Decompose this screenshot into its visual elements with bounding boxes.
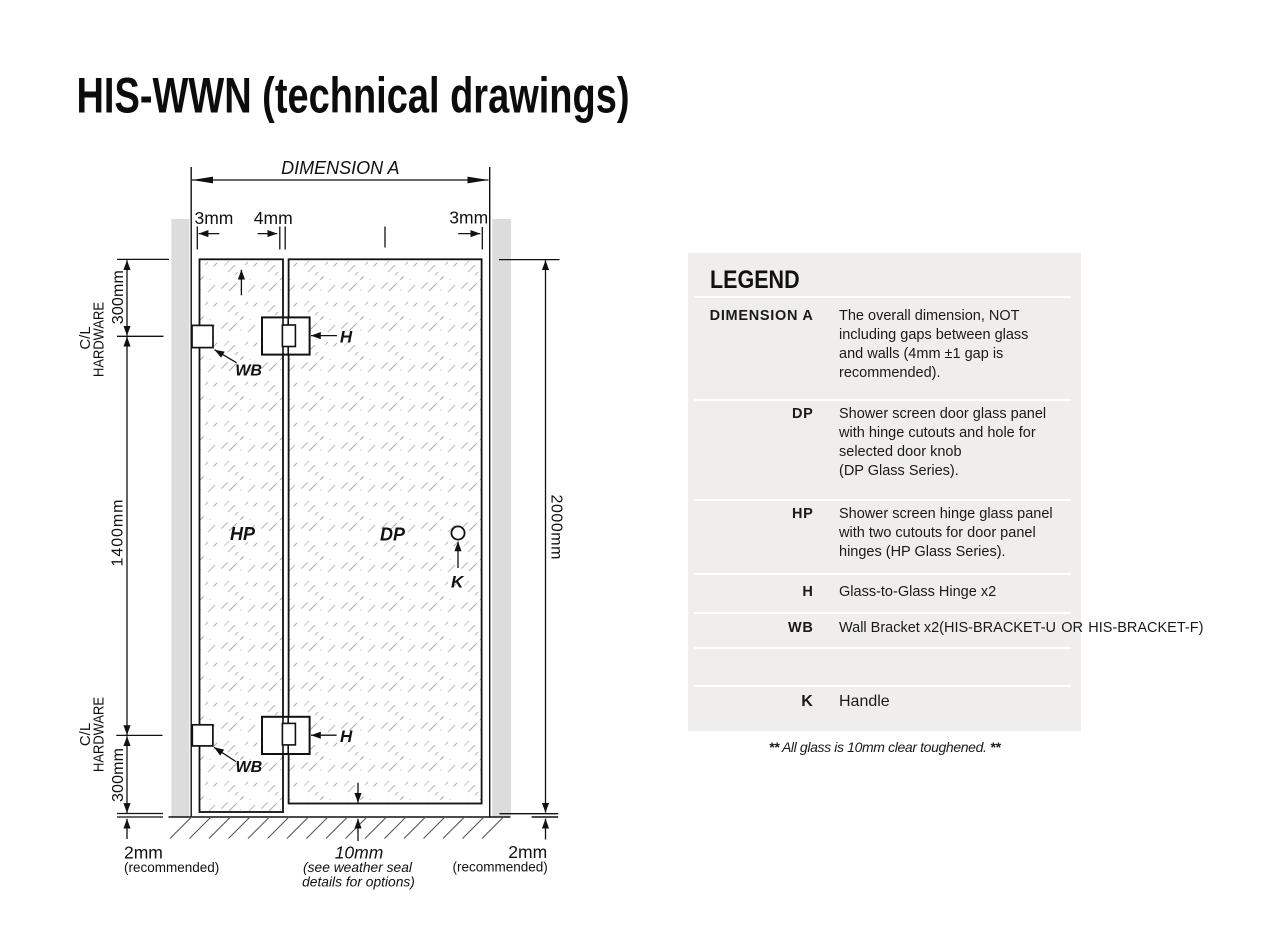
svg-text:K: K: [451, 573, 465, 592]
svg-text:WB: WB: [235, 363, 262, 380]
svg-text:HARDWARE: HARDWARE: [92, 302, 108, 377]
svg-text:HIS-WWN (technical drawings): HIS-WWN (technical drawings): [77, 68, 630, 124]
svg-text:DIMENSION A: DIMENSION A: [281, 158, 399, 178]
svg-text:2mm: 2mm: [124, 843, 163, 863]
svg-text:2mm: 2mm: [508, 842, 547, 862]
svg-text:10mm: 10mm: [335, 842, 384, 862]
svg-text:details for options): details for options): [302, 875, 415, 890]
svg-text:DP: DP: [380, 525, 406, 545]
svg-text:300mm: 300mm: [110, 270, 127, 324]
svg-text:3mm: 3mm: [449, 208, 488, 228]
svg-text:HARDWARE: HARDWARE: [92, 697, 108, 772]
svg-text:300mm: 300mm: [110, 748, 127, 802]
svg-text:H: H: [340, 727, 353, 746]
svg-text:4mm: 4mm: [254, 208, 293, 228]
svg-text:(recommended): (recommended): [124, 860, 219, 875]
svg-text:2000mm: 2000mm: [548, 495, 565, 560]
svg-text:WB: WB: [236, 759, 263, 776]
svg-text:H: H: [340, 327, 353, 346]
svg-text:(see weather seal: (see weather seal: [303, 860, 413, 875]
svg-text:(recommended): (recommended): [453, 860, 548, 875]
svg-text:C/L: C/L: [77, 326, 94, 349]
svg-text:HP: HP: [230, 524, 256, 544]
svg-text:1400mm: 1400mm: [109, 500, 126, 567]
svg-text:3mm: 3mm: [195, 208, 234, 228]
svg-text:C/L: C/L: [77, 723, 94, 746]
